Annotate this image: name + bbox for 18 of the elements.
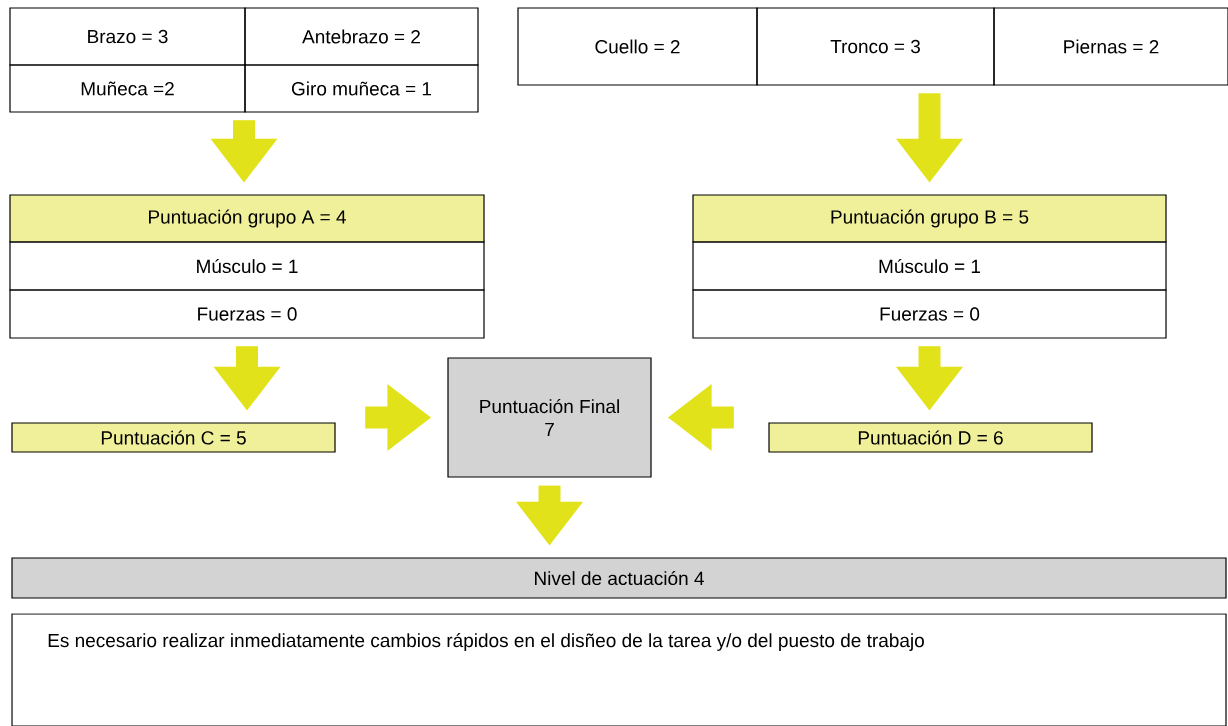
table-cell: Músculo = 1	[9, 241, 485, 291]
table-cell: Giro muñeca = 1	[244, 64, 479, 113]
table-cell: Nivel de actuación 4	[11, 557, 1227, 599]
table-cell: Tronco = 3	[756, 7, 995, 86]
table-cell: Piernas = 2	[993, 7, 1228, 86]
table-cell: Cuello = 2	[517, 7, 758, 86]
table-cell: Fuerzas = 0	[9, 289, 485, 339]
table-cell: Puntuación grupo A = 4	[9, 194, 485, 243]
final-score-box: Puntuación Final 7	[447, 357, 652, 478]
table-cell: Antebrazo = 2	[244, 7, 479, 66]
table-cell: Puntuación grupo B = 5	[692, 194, 1167, 243]
table-cell: Muñeca =2	[9, 64, 246, 113]
table-cell: Fuerzas = 0	[692, 289, 1167, 339]
table-cell: Músculo = 1	[692, 241, 1167, 291]
recommendation-text: Es necesario realizar inmediatamente cambios rápidos en el disñeo de la tarea y/o del puesto de trabajo	[48, 633, 924, 651]
table-cell: Puntuación D = 6	[768, 422, 1093, 453]
table-cell: Puntuación C = 5	[11, 422, 336, 453]
table-cell: Brazo = 3	[9, 7, 246, 66]
